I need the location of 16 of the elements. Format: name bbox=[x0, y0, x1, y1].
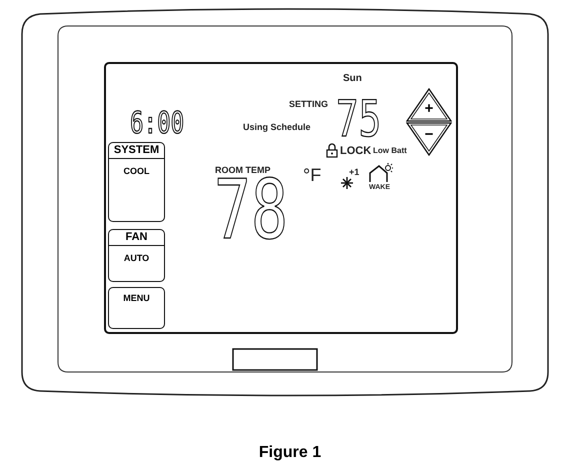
battery-status: Low Batt bbox=[373, 147, 407, 155]
schedule-status: Using Schedule bbox=[243, 123, 311, 132]
mode-button: SYSTEM COOL bbox=[108, 142, 165, 222]
menu-button: MENU bbox=[108, 287, 165, 329]
down-arrow-button: − bbox=[406, 122, 452, 156]
stage-label: +1 bbox=[349, 168, 360, 177]
figure-caption: Figure 1 bbox=[258, 445, 322, 461]
room-temp-label: ROOM TEMP bbox=[215, 166, 270, 175]
unit-label: °F bbox=[303, 166, 322, 184]
lock-label: LOCK bbox=[340, 146, 372, 157]
day-text: Sun bbox=[343, 74, 362, 84]
mode-button: FAN AUTO bbox=[108, 229, 165, 282]
up-arrow-button: + bbox=[406, 88, 452, 122]
setting-label: SETTING bbox=[289, 100, 328, 109]
setpoint-display: 75 bbox=[336, 94, 382, 144]
clock-display: 6:00 bbox=[130, 109, 184, 139]
